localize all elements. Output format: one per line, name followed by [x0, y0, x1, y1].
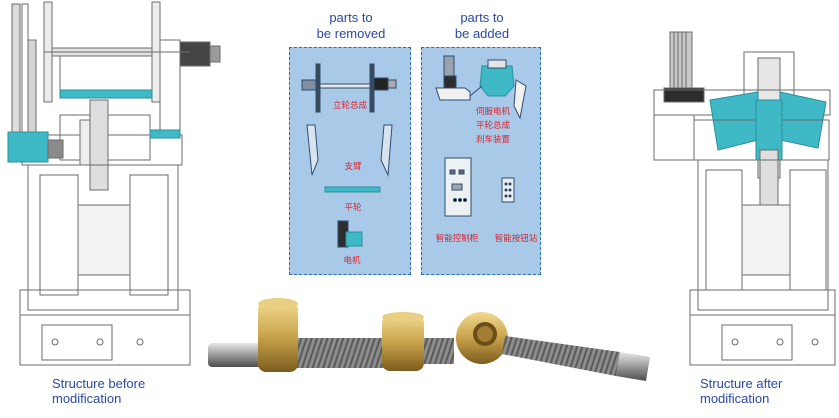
- added-panel-title: parts to be added: [412, 10, 552, 42]
- before-caption-line-2: modification: [52, 391, 122, 406]
- after-caption: Structure after modification: [700, 376, 782, 406]
- label-support-arm: 支臂: [344, 162, 362, 172]
- removed-title-line-2: be removed: [316, 26, 386, 41]
- label-vertical-wheel-assembly: 立轮总成: [332, 101, 367, 111]
- label-smart-control-cabinet: 智能控制柜: [435, 234, 479, 244]
- label-flat-wheel-assembly: 平轮总成: [475, 121, 510, 131]
- added-title-line-1: parts to: [460, 10, 504, 25]
- added-title-line-2: be added: [454, 26, 510, 41]
- before-caption: Structure before modification: [52, 376, 145, 406]
- label-motor: 电机: [343, 256, 361, 266]
- after-caption-line-1: Structure after: [700, 376, 783, 391]
- label-flat-wheel: 平轮: [344, 203, 362, 213]
- label-servo-motor: 伺服电机: [475, 107, 510, 117]
- before-caption-line-1: Structure before: [52, 376, 146, 391]
- removed-title-line-1: parts to: [329, 10, 373, 25]
- removed-panel-title: parts to be removed: [281, 10, 421, 42]
- label-brake-device: 刹车装置: [475, 135, 510, 145]
- after-caption-line-2: modification: [700, 391, 770, 406]
- label-smart-button-station: 智能按钮站: [494, 234, 538, 244]
